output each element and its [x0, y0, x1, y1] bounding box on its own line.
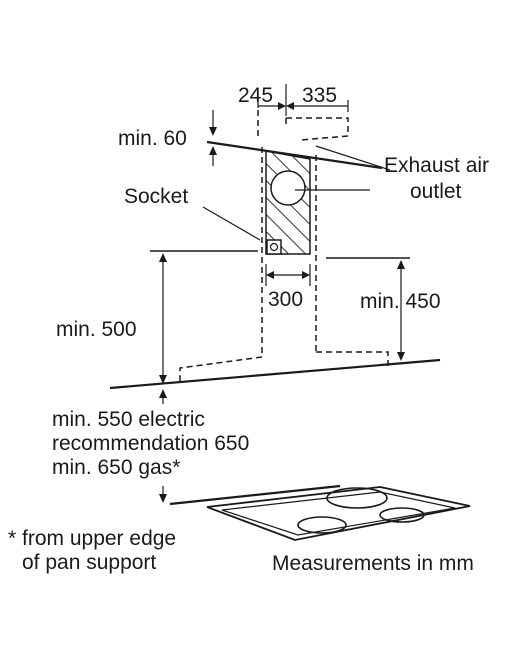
dimension-min-60	[209, 110, 217, 166]
cooktop	[206, 486, 471, 541]
ceiling-line	[206, 140, 383, 170]
electric-label-line1: min. 550 electric	[52, 408, 205, 431]
dimension-300	[265, 264, 311, 286]
socket-icon	[266, 239, 282, 255]
electric-label-line2: recommendation 650	[52, 432, 249, 455]
exhaust-label-line2: outlet	[410, 180, 462, 203]
dim-245-label: 245	[238, 84, 273, 107]
dim-300-label: 300	[268, 288, 303, 311]
min-450-label: min. 450	[360, 290, 441, 313]
exhaust-label-line1: Exhaust air	[384, 154, 489, 177]
burner-back-right-icon	[326, 487, 388, 509]
dimension-245-335	[257, 84, 349, 116]
socket-leader-line	[202, 206, 261, 241]
dimension-min-550	[159, 389, 167, 503]
electric-label-line3: min. 650 gas*	[52, 456, 180, 479]
footnote-line2: of pan support	[22, 551, 156, 574]
pan-support-line	[169, 484, 341, 506]
exhaust-zone	[265, 150, 311, 255]
socket-label: Socket	[124, 185, 188, 208]
burner-right-icon	[379, 507, 425, 523]
footnote-line1: * from upper edge	[8, 527, 176, 550]
chimney-duct-outline	[179, 147, 389, 382]
dimension-min-450	[397, 260, 405, 361]
units-note: Measurements in mm	[272, 552, 474, 575]
min-500-label: min. 500	[56, 318, 137, 341]
exhaust-outlet-icon	[270, 170, 306, 206]
chimney-top-outline	[257, 110, 349, 141]
exhaust-leader-top	[315, 145, 391, 171]
min-60-label: min. 60	[118, 127, 187, 150]
burner-front-left-icon	[297, 516, 347, 534]
hood-bottom-line	[109, 358, 441, 390]
dim-335-label: 335	[302, 84, 337, 107]
dimension-min-500	[159, 253, 167, 384]
